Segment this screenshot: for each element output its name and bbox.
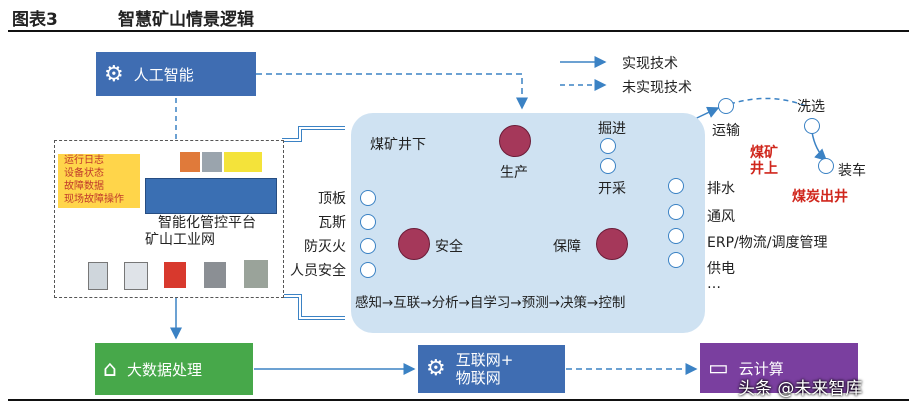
briefcase-icon: ▭ (708, 355, 729, 381)
production-label: 生产 (500, 165, 528, 181)
platform-line2: 矿山工业网 (145, 232, 215, 248)
dig-node (600, 138, 616, 154)
panel-item-status: 设备状态 (64, 168, 104, 179)
underground-title: 煤矿井下 (370, 137, 426, 153)
platform-to-mine-bottom (282, 294, 345, 320)
bottom-rule (8, 399, 909, 401)
watermark: 头条 @未来智库 (738, 379, 863, 399)
status-panel: 运行日志 设备状态 故障数据 现场故障操作 (58, 154, 140, 208)
mine-above-label: 煤矿井上 (750, 145, 778, 177)
ai-label: 人工智能 (133, 65, 194, 84)
device-icon (180, 152, 200, 172)
iot-box: ⚙ 互联网+ 物联网 (418, 345, 565, 393)
cloud-box: ▭ 云计算 (700, 343, 858, 393)
safety-item-fire: 防灭火 (304, 239, 346, 255)
platform-to-mine-top (282, 126, 345, 142)
control-screen (145, 178, 277, 214)
big-data-label: 大数据处理 (126, 360, 202, 379)
production-node (499, 125, 531, 157)
legend-implemented: 实现技术 (622, 56, 678, 72)
drain-node (668, 178, 684, 194)
iot-label-line1: 互联网+ (455, 351, 514, 369)
platform-to-mine-bottom-inner (282, 295, 345, 319)
router-icon (202, 152, 222, 172)
support-node (596, 228, 628, 260)
coal-out-label: 煤炭出井 (792, 189, 848, 205)
gas-node (360, 214, 376, 230)
support-item-vent: 通风 (707, 209, 735, 225)
loading-node (818, 158, 834, 174)
people-node (360, 262, 376, 278)
mining-label: 开采 (598, 181, 626, 197)
panel-item-fault: 故障数据 (64, 181, 104, 192)
panel-item-log: 运行日志 (64, 155, 104, 166)
figure-label: 图表3 (12, 10, 58, 30)
ai-to-mine-arrow (256, 73, 528, 110)
support-label: 保障 (553, 239, 581, 255)
fire-node (360, 238, 376, 254)
loading-label: 装车 (838, 163, 866, 179)
support-item-power: 供电 (707, 261, 735, 277)
home-icon: ⌂ (103, 356, 117, 382)
safety-node (398, 228, 430, 260)
transport-label: 运输 (712, 123, 740, 139)
pump-icon (164, 262, 186, 288)
support-item-drain: 排水 (707, 181, 735, 197)
screen-icon (224, 152, 262, 172)
dig-label: 掘进 (598, 121, 626, 137)
surface-dashed (729, 97, 807, 107)
washing-node (804, 118, 820, 134)
safety-item-gas: 瓦斯 (318, 215, 346, 231)
panel-item-operation: 现场故障操作 (64, 194, 124, 205)
roof-node (360, 190, 376, 206)
big-data-box: ⌂ 大数据处理 (95, 343, 253, 395)
platform-line1: 智能化管控平台 (158, 215, 256, 231)
motor-icon (204, 262, 226, 288)
process-chain: 感知→互联→分析→自学习→预测→决策→控制 (355, 295, 626, 311)
transport-node (718, 98, 734, 114)
gear-icon: ⚙ (426, 356, 446, 381)
support-item-erp: ERP/物流/调度管理 (707, 235, 828, 251)
figure-header: 图表3 智慧矿山情景逻辑 (8, 0, 909, 32)
washing-label: 洗选 (797, 99, 825, 115)
meter-icon (88, 262, 108, 290)
cabinet-icon (124, 262, 148, 290)
ai-box: ⚙ 人工智能 (96, 52, 256, 96)
safety-item-roof: 顶板 (318, 191, 346, 207)
support-item-more: … (707, 276, 721, 292)
erp-node (668, 228, 684, 244)
sensor-icon (244, 260, 268, 288)
vent-node (668, 204, 684, 220)
mining-node (600, 158, 616, 174)
legend-not-implemented: 未实现技术 (622, 80, 692, 96)
iot-label-line2: 物联网 (455, 369, 501, 387)
safety-item-people: 人员安全 (290, 263, 346, 279)
safety-label: 安全 (435, 239, 463, 255)
platform-to-mine-top-inner (282, 127, 345, 141)
cloud-label: 云计算 (738, 359, 784, 378)
washing-to-loading (811, 131, 828, 162)
gear-icon: ⚙ (104, 61, 124, 87)
iot-text: 互联网+ 物联网 (456, 351, 514, 387)
figure-title: 智慧矿山情景逻辑 (118, 10, 254, 30)
power-node (668, 252, 684, 268)
